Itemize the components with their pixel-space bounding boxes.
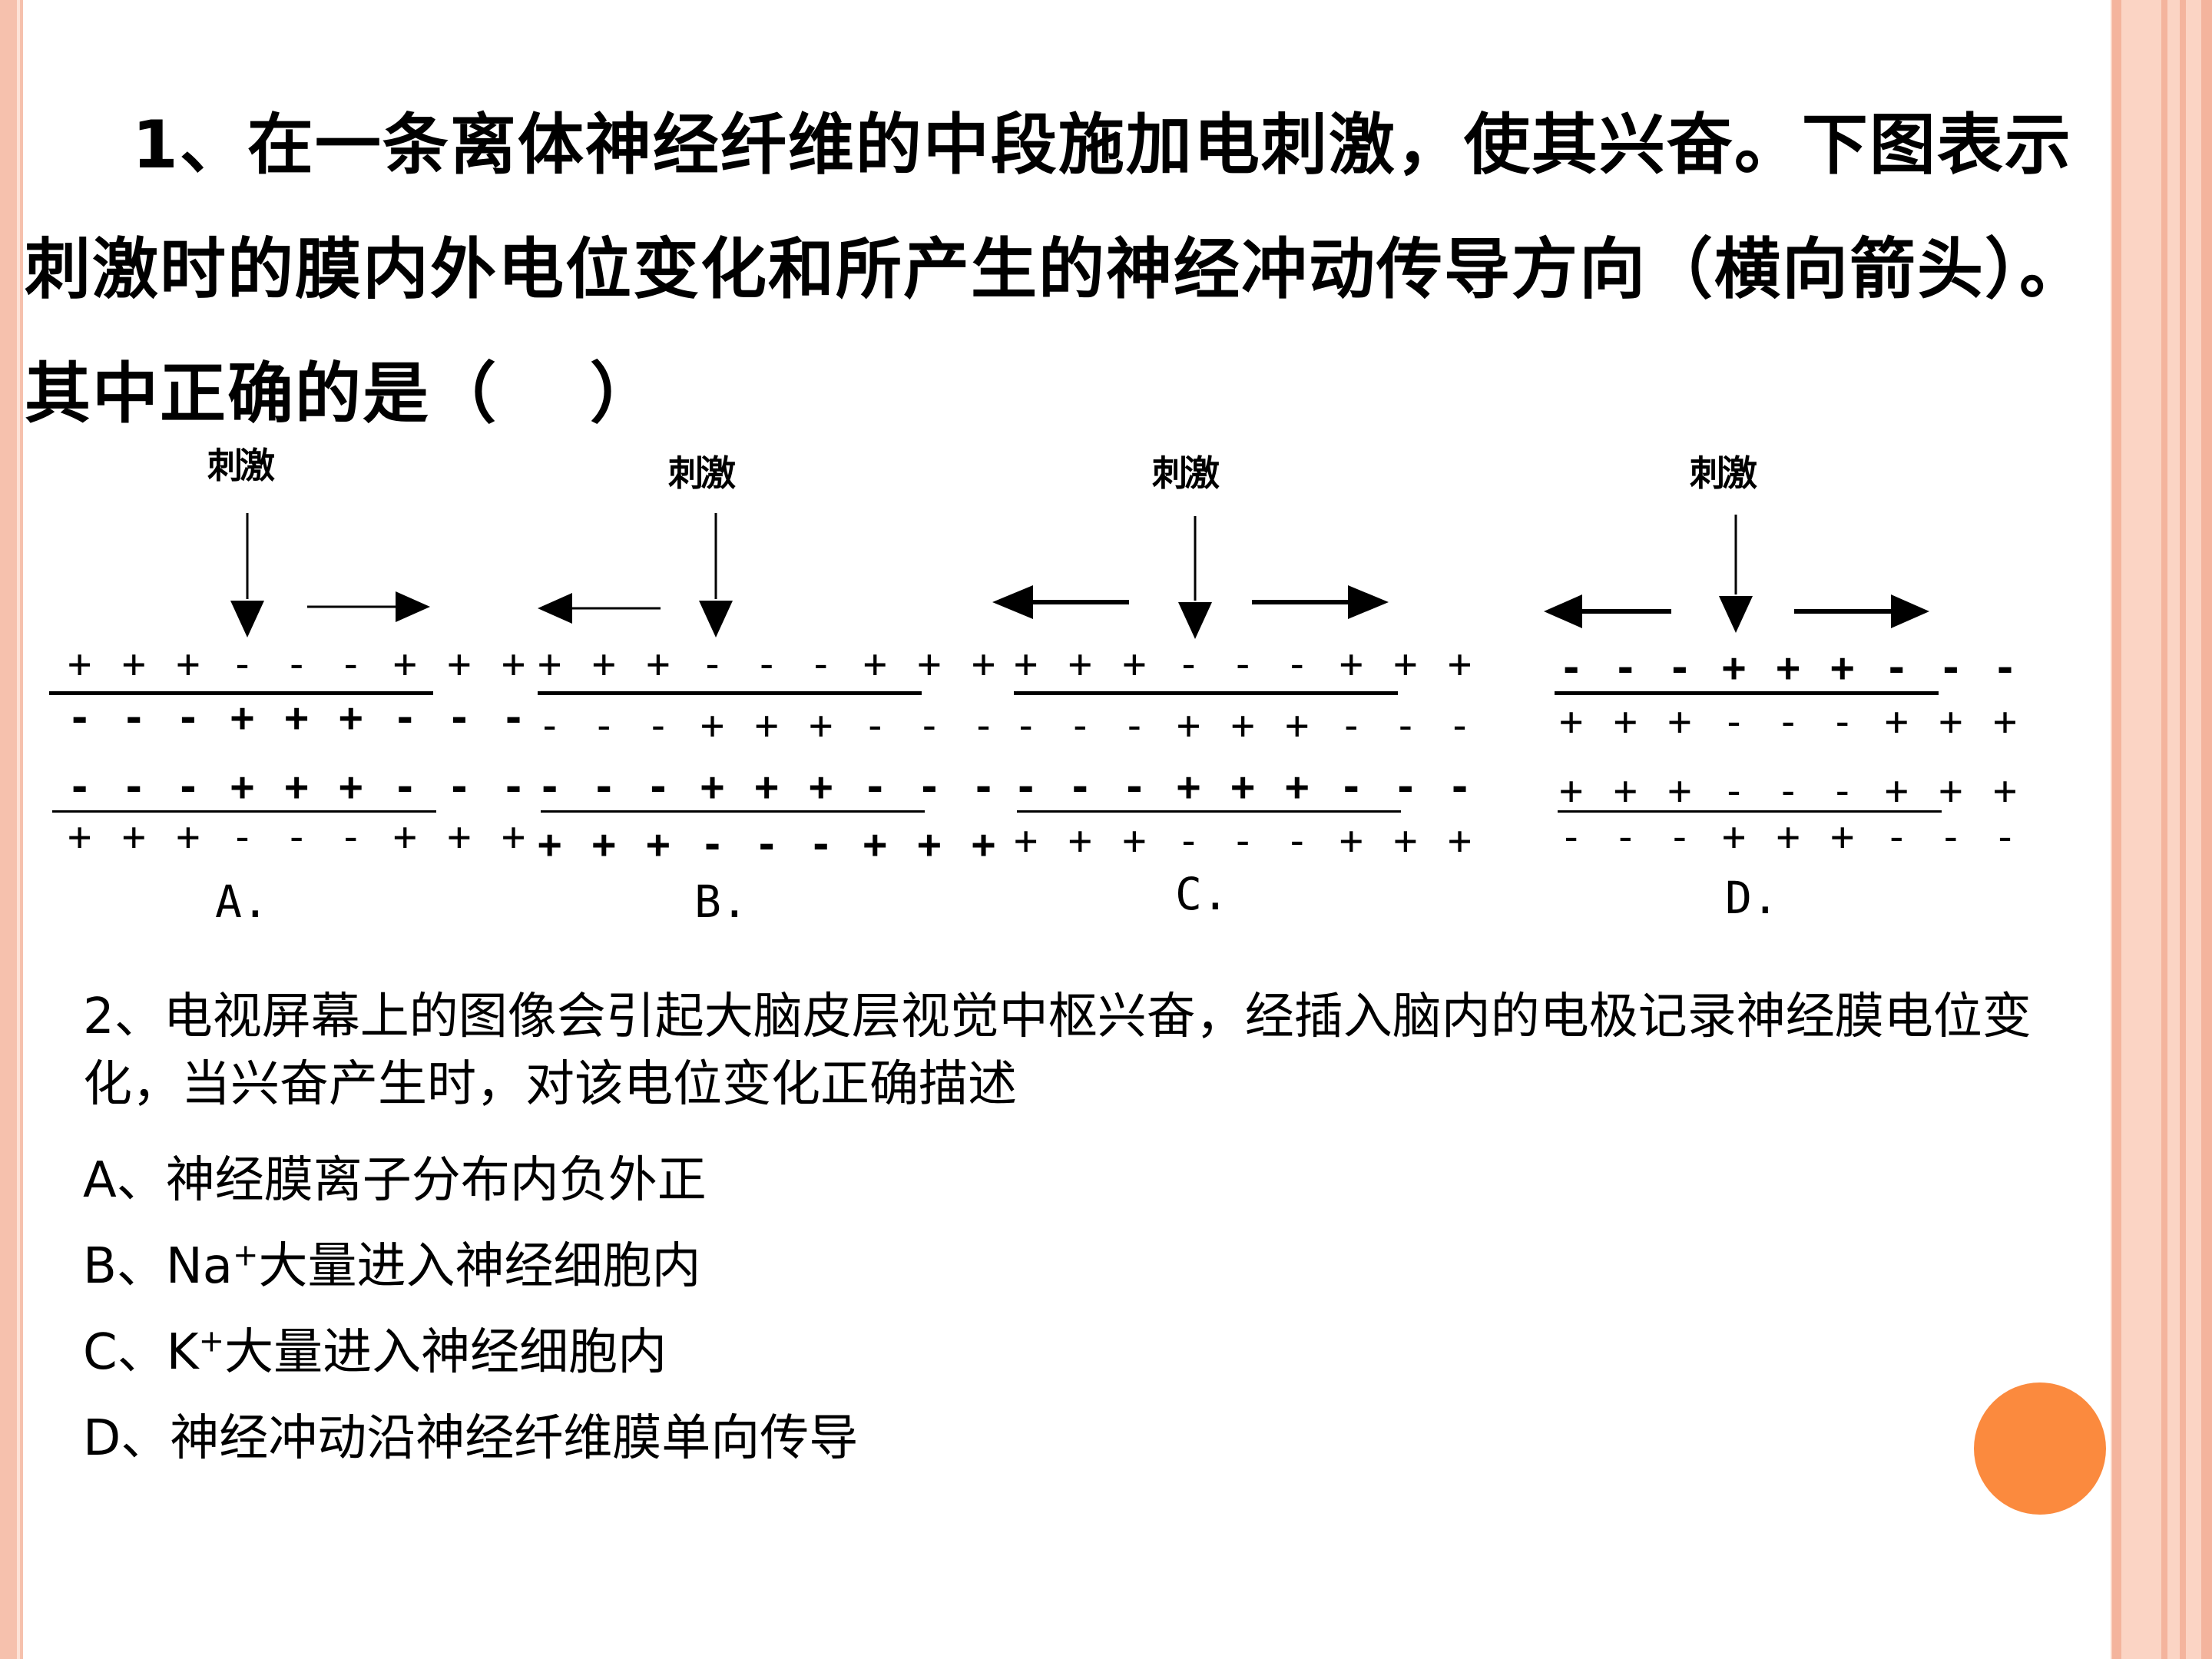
right-border-stripe <box>2180 0 2186 1659</box>
upper-outside-charges: + + + - - - + + + <box>68 641 529 687</box>
upper-membrane-line <box>49 691 433 695</box>
upper-outside-charges: + + + - - - + + + <box>1014 641 1475 687</box>
stimulus-arrowhead <box>1178 602 1212 639</box>
lower-inside-charges: - - - + + + - - - <box>1014 764 1475 810</box>
option-label: D. <box>1725 872 1779 924</box>
arrow-group <box>538 513 733 637</box>
lower-inside-charges: - - - + + + - - - <box>68 764 529 810</box>
upper-outside-charges: + + + - - - + + + <box>538 641 999 687</box>
stimulus-label: 刺激 <box>1690 452 1757 494</box>
stimulus-label: 刺激 <box>207 445 275 486</box>
question-2-stem: 2、电视屏幕上的图像会引起大脑皮层视觉中枢兴奋，经插入脑内的电极记录神经膜电位变… <box>83 988 2032 1113</box>
option-b-superscript: + <box>233 1237 259 1273</box>
lower-membrane-line <box>1558 810 1942 813</box>
stimulus-arrowhead <box>699 601 733 637</box>
option-d: D、神经冲动沿神经纤维膜单向传导 <box>83 1410 859 1467</box>
impulse-arrowhead-right <box>1891 594 1929 628</box>
impulse-arrowhead-right <box>1348 585 1389 619</box>
question-1: 1、在一条离体神经纤维的中段施加电刺激，使其兴奋。下图表示刺激时的膜内外电位变化… <box>25 83 2098 456</box>
diagram-d: 刺激 - - - + + + - - - + + + - - - + + + +… <box>1536 430 2017 952</box>
stimulus-arrowhead <box>1719 596 1753 633</box>
option-b: B、Na+大量进入神经细胞内 <box>83 1227 701 1297</box>
right-border-stripe <box>2112 0 2121 1659</box>
upper-membrane-line <box>538 691 922 695</box>
stimulus-arrowhead <box>230 601 264 637</box>
arrow-group <box>230 513 430 637</box>
option-label: C. <box>1175 868 1229 920</box>
lower-membrane-line <box>52 810 436 813</box>
lower-outside-charges: + + + - - - + + + <box>1014 818 1475 864</box>
diagram-set: 刺激 + + + - - - + + + - - - + + + - - - -… <box>0 430 2017 952</box>
arrow-group <box>992 516 1389 639</box>
upper-inside-charges: - - - + + + - - - <box>68 695 529 741</box>
decorative-orange-circle <box>1974 1382 2106 1515</box>
impulse-arrowhead-right <box>396 591 430 622</box>
diagram-a: 刺激 + + + - - - + + + - - - + + + - - - -… <box>46 430 525 952</box>
stimulus-label: 刺激 <box>668 452 736 494</box>
right-border-stripe <box>2161 0 2167 1659</box>
lower-outside-charges: + + + - - - + + + <box>68 814 529 860</box>
option-a: A、神经膜离子分布内负外正 <box>83 1152 707 1209</box>
right-border-stripe <box>2201 0 2212 1659</box>
diagram-b: 刺激 + + + - - - + + + - - - + + + - - - -… <box>522 430 995 952</box>
option-label: A. <box>215 876 269 928</box>
left-border-inner <box>17 0 20 1659</box>
upper-inside-charges: - - - + + + - - - <box>538 703 999 749</box>
stimulus-label: 刺激 <box>1152 452 1220 494</box>
upper-inside-charges: - - - + + + - - - <box>1014 703 1475 749</box>
impulse-arrowhead-left <box>992 585 1033 619</box>
option-c-text: 大量进入神经细胞内 <box>224 1324 667 1381</box>
impulse-arrowhead-left <box>1544 594 1582 628</box>
option-label: B. <box>694 876 748 928</box>
upper-membrane-line <box>1014 691 1398 695</box>
lower-inside-charges: - - - + + + - - - <box>538 764 999 810</box>
option-b-prefix: B、Na <box>83 1238 233 1295</box>
upper-outside-charges: - - - + + + - - - <box>1559 645 2021 691</box>
option-c-prefix: C、K <box>83 1324 199 1381</box>
impulse-arrowhead-left <box>538 593 572 624</box>
option-c: C、K+大量进入神经细胞内 <box>83 1313 667 1383</box>
lower-outside-charges: - - - + + + - - - <box>1559 814 2021 860</box>
upper-inside-charges: + + + - - - + + + <box>1559 699 2021 745</box>
lower-outside-charges: + + + - - - + + + <box>538 822 999 868</box>
question-1-text: 1、在一条离体神经纤维的中段施加电刺激，使其兴奋。下图表示刺激时的膜内外电位变化… <box>25 107 2087 432</box>
upper-membrane-line <box>1555 691 1939 695</box>
option-b-text: 大量进入神经细胞内 <box>258 1238 701 1295</box>
lower-membrane-line <box>1017 810 1401 813</box>
option-c-superscript: + <box>198 1323 225 1359</box>
lower-inside-charges: + + + - - - + + + <box>1559 768 2021 814</box>
diagram-c: 刺激 + + + - - - + + + - - - + + + - - - -… <box>991 430 1472 952</box>
arrow-group <box>1544 515 1929 633</box>
lower-membrane-line <box>541 810 925 813</box>
